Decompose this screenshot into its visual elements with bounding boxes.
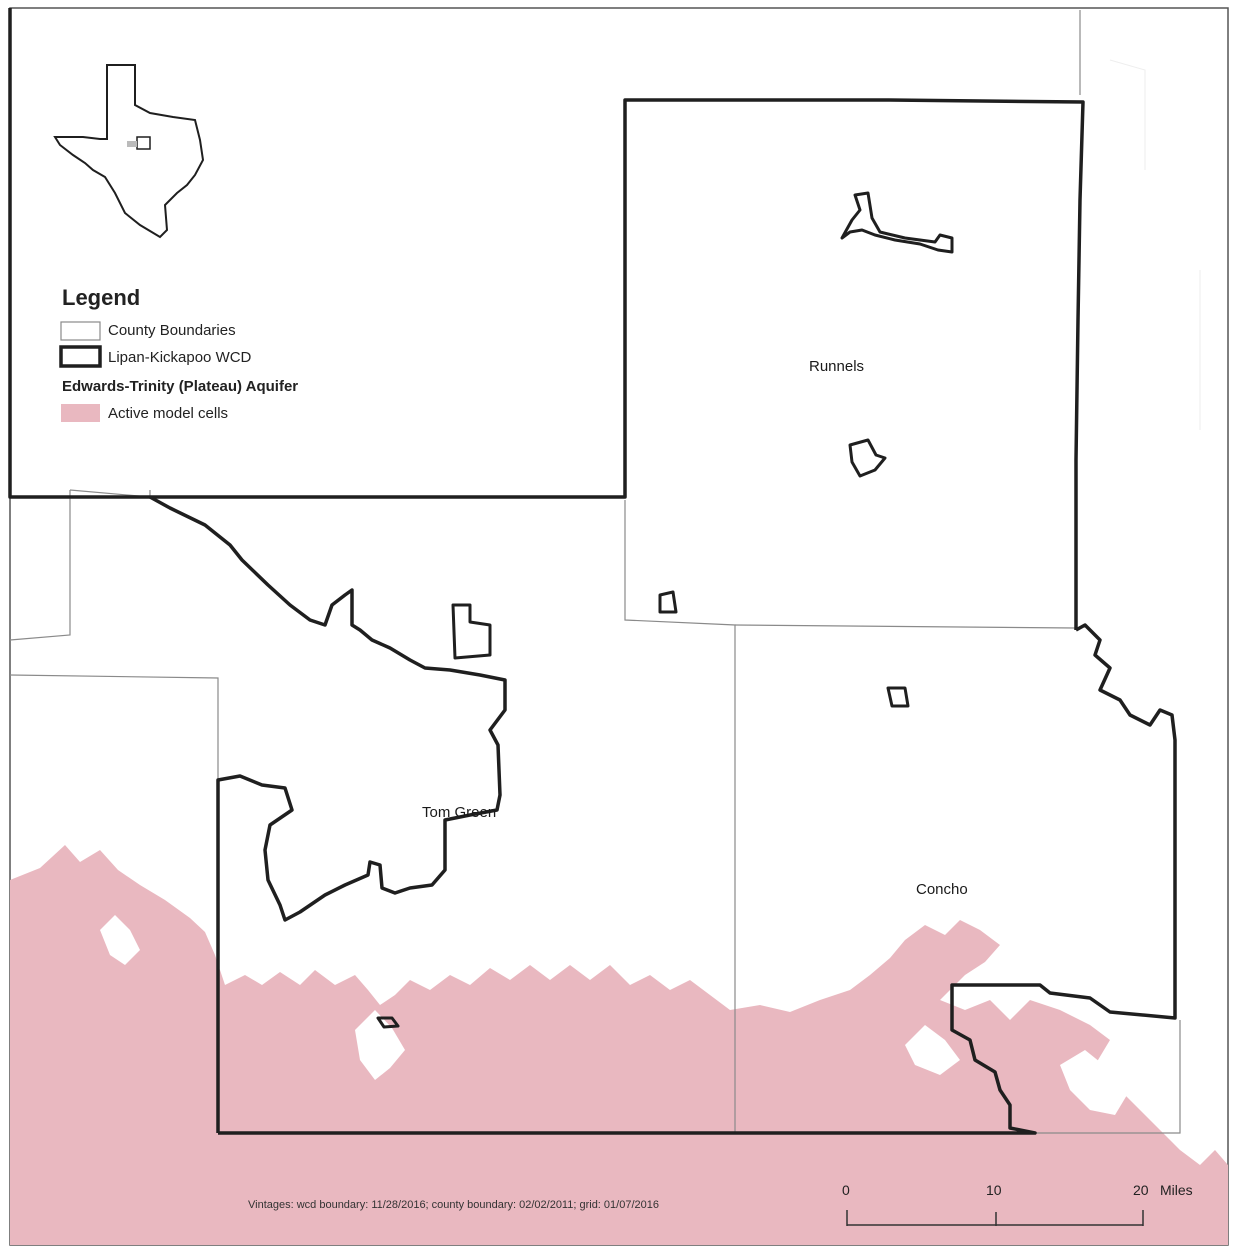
ghost-lines [1109,59,1201,430]
aquifer-gaps [100,915,1130,1115]
county-label-concho: Concho [916,881,968,898]
wcd-islands [376,191,954,1029]
legend-label-wcd: Lipan-Kickapoo WCD [108,349,252,366]
texas-locator-inset [53,64,205,239]
legend-label-county: County Boundaries [108,322,236,339]
county-label-tom-green: Tom Green [422,804,496,821]
inset-aquifer-patch [127,141,137,147]
vintages-text: Vintages: wcd boundary: 11/28/2016; coun… [248,1199,659,1211]
legend-swatch-aquifer [61,404,100,422]
legend-title: Legend [62,285,140,310]
scale-label-20: 20 [1133,1182,1149,1198]
legend: Legend County Boundaries Lipan-Kickapoo … [59,285,298,422]
scale-label-0: 0 [842,1182,850,1198]
legend-label-aquifer: Active model cells [108,405,228,422]
legend-aquifer-heading: Edwards-Trinity (Plateau) Aquifer [62,378,298,395]
county-label-runnels: Runnels [809,358,864,375]
aquifer-active-cells [10,845,1228,1245]
scale-unit: Miles [1160,1182,1193,1198]
legend-swatch-county [60,321,101,341]
scale-bar: 0 10 20 Miles [842,1182,1193,1226]
wcd-boundary [8,8,1177,1135]
scale-label-10: 10 [986,1182,1002,1198]
legend-swatch-wcd [59,345,102,368]
